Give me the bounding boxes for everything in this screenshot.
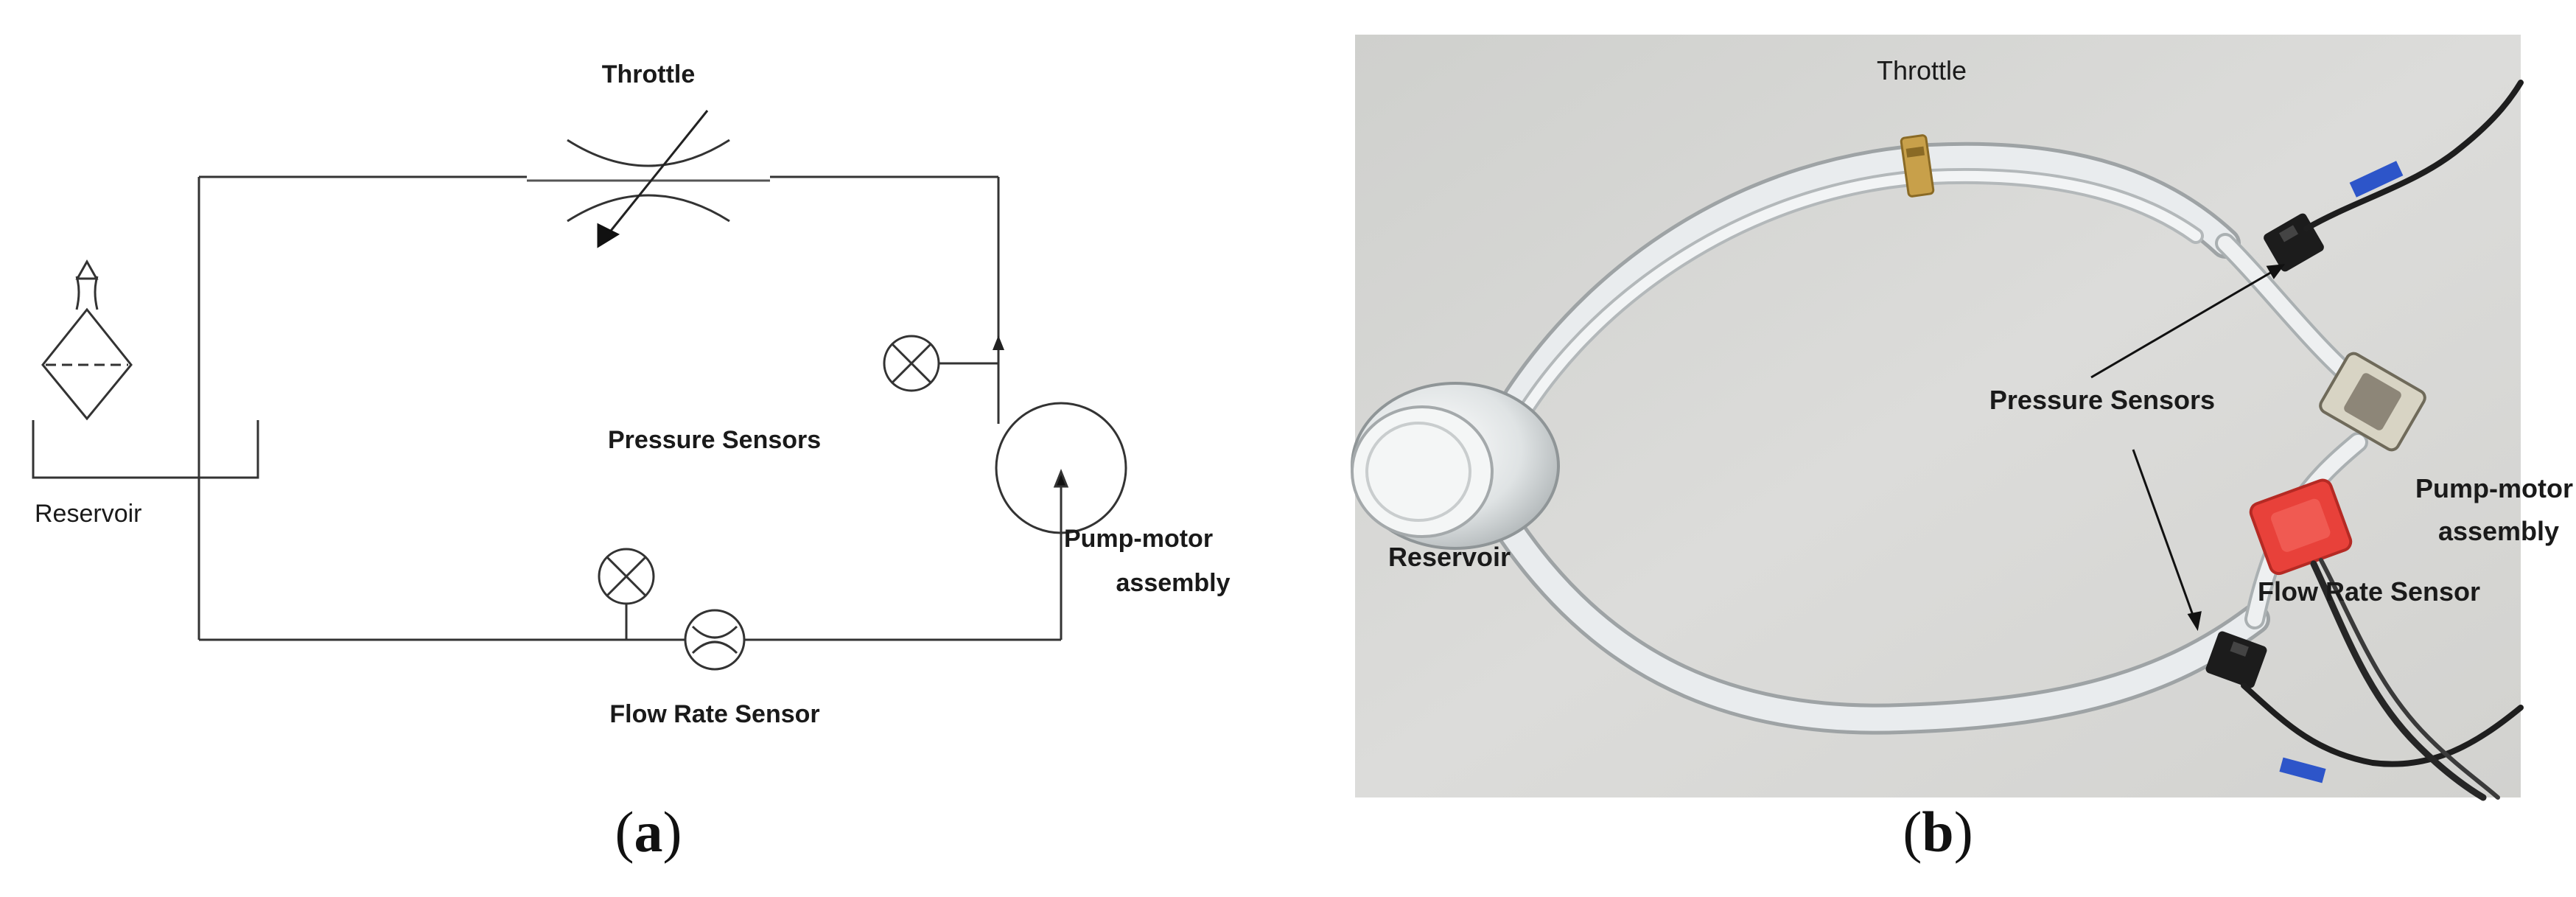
panel-a-schematic: Throttle Reservoir Pressure Sensors Pump…	[32, 60, 1231, 861]
pressure-sensor-bottom-unit	[2205, 631, 2267, 688]
panel-b-photo: Throttle Pressure Sensors Pump-motor ass…	[1297, 0, 2576, 897]
photo-pump-motor-label-line2: assembly	[2438, 516, 2559, 546]
pressure-sensor-leader-arrows	[2090, 264, 2286, 632]
photo-pressure-sensors-label: Pressure Sensors	[1989, 385, 2215, 415]
pump-motor-label-line2: assembly	[1116, 569, 1231, 597]
caption-a-close: )	[662, 800, 682, 864]
flow-rate-sensor-label: Flow Rate Sensor	[609, 700, 819, 728]
photo-illustration: Throttle Pressure Sensors Pump-motor ass…	[1351, 35, 2573, 801]
caption-b-close: )	[1953, 800, 1973, 864]
pressure-sensor-gauge-bottom	[598, 548, 655, 605]
leader-arrow-bottom-icon	[2187, 611, 2202, 632]
throttle-arrow-icon	[597, 223, 620, 248]
throttle-label: Throttle	[602, 60, 696, 88]
caption-b-open: (	[1903, 800, 1922, 864]
flow-arrow-up-icon	[993, 335, 1004, 350]
pump-motor-symbol	[995, 402, 1127, 534]
throttle-clamp	[1900, 134, 1935, 198]
caption-b: (b)	[1864, 803, 2012, 861]
photo-flow-rate-sensor-label: Flow Rate Sensor	[2258, 576, 2480, 607]
reservoir-label: Reservoir	[35, 500, 141, 528]
caption-b-letter: b	[1922, 800, 1954, 864]
caption-a-letter: a	[634, 800, 663, 864]
reservoir-vessel	[1351, 382, 1560, 550]
throttle-symbol	[527, 110, 770, 248]
pressure-sensors-label: Pressure Sensors	[608, 426, 821, 454]
photo-throttle-label: Throttle	[1877, 55, 1967, 85]
photo-reservoir-label: Reservoir	[1388, 542, 1511, 572]
pump-motor-label-line1: Pump-motor	[1064, 525, 1213, 553]
pressure-sensor-gauge-top	[883, 335, 940, 392]
blue-tape	[2279, 161, 2404, 783]
flow-rate-sensor-unit	[2249, 478, 2353, 576]
tubing	[1495, 142, 2368, 735]
cables	[2241, 80, 2524, 801]
reservoir-symbol	[32, 259, 259, 479]
leader-arrow-top-icon	[2266, 264, 2286, 279]
pump-motor-unit	[2319, 352, 2426, 452]
circuit-lines	[197, 175, 1063, 641]
caption-a: (a)	[575, 803, 722, 861]
photo-pump-motor-label-line1: Pump-motor	[2415, 473, 2573, 503]
flow-rate-sensor-symbol	[684, 609, 746, 671]
schematic-diagram: Throttle Reservoir Pressure Sensors Pump…	[32, 60, 1231, 728]
caption-a-open: (	[615, 800, 634, 864]
